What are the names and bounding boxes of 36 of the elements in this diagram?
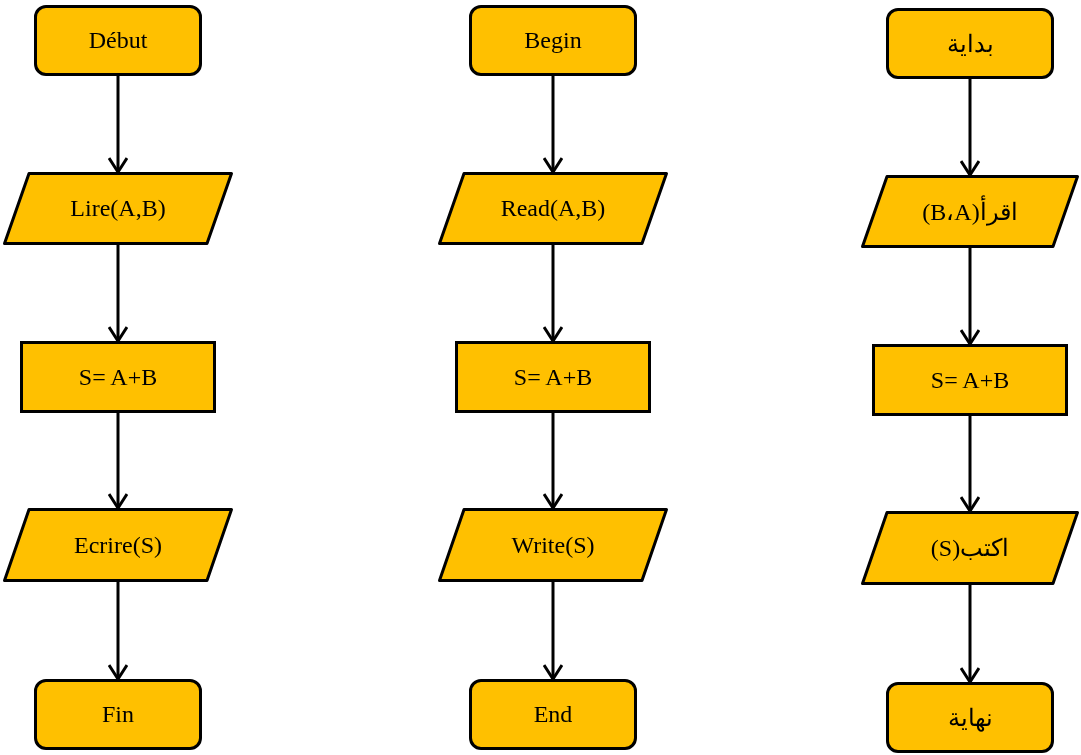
- node-label: بداية: [946, 29, 994, 58]
- arrow: [107, 413, 129, 510]
- arrow: [542, 582, 564, 681]
- node-label: Lire(A,B): [70, 195, 166, 222]
- node-label: S= A+B: [78, 363, 158, 391]
- node-label: Début: [88, 27, 148, 54]
- node-label: S= A+B: [513, 363, 593, 391]
- terminal-box: [469, 5, 637, 76]
- arrow: [959, 248, 981, 346]
- node-label: Fin: [102, 701, 134, 728]
- arrow: [107, 582, 129, 681]
- arrow: [107, 245, 129, 343]
- node-label: S= A+B: [930, 366, 1010, 394]
- arrow: [542, 76, 564, 174]
- node-label: Write(S): [511, 531, 595, 559]
- terminal-box: [34, 5, 202, 76]
- process-box: [20, 341, 216, 413]
- process-box: [455, 341, 651, 413]
- terminal-box: [886, 8, 1054, 79]
- arrow: [542, 245, 564, 343]
- process-box: [872, 344, 1068, 416]
- node-label: Begin: [524, 27, 582, 54]
- arrow: [959, 79, 981, 177]
- terminal-box: [469, 679, 637, 750]
- node-label: Read(A,B): [500, 195, 606, 222]
- node-label: اكتب(S): [930, 534, 1010, 562]
- node-label: اقرأ(B،A): [922, 197, 1018, 226]
- node-label: End: [533, 701, 573, 728]
- node-label: نهاية: [947, 703, 993, 732]
- terminal-box: [886, 682, 1054, 753]
- arrow: [959, 416, 981, 513]
- terminal-box: [34, 679, 202, 750]
- arrow: [542, 413, 564, 510]
- arrow: [959, 585, 981, 684]
- node-label: Ecrire(S): [74, 531, 162, 559]
- arrow: [107, 76, 129, 174]
